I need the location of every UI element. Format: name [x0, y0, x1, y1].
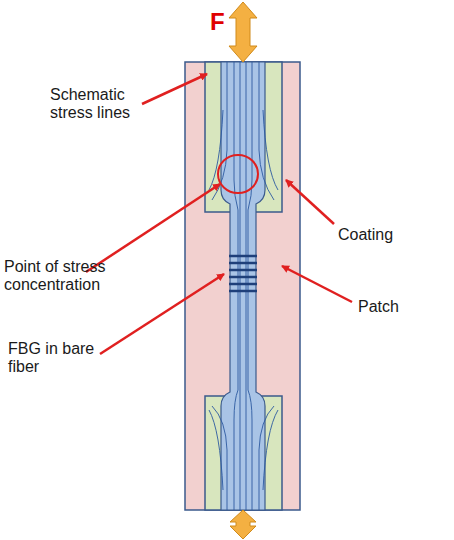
fbg-grating: [229, 256, 257, 291]
patch: [185, 62, 300, 510]
optical-fiber: [221, 62, 265, 510]
stress-lines-label: Schematic stress lines: [50, 86, 146, 123]
force-label: F: [210, 8, 234, 36]
coating-label: Coating: [338, 226, 438, 244]
stress-lines: [209, 62, 278, 510]
concentration-circle: [218, 155, 258, 193]
force-arrow: [229, 2, 257, 62]
concentration-label: Point of stress concentration: [4, 258, 112, 295]
force-arrow: [230, 510, 256, 539]
patch-label: Patch: [358, 298, 438, 316]
fbg-label: FBG in bare fiber: [8, 340, 104, 377]
